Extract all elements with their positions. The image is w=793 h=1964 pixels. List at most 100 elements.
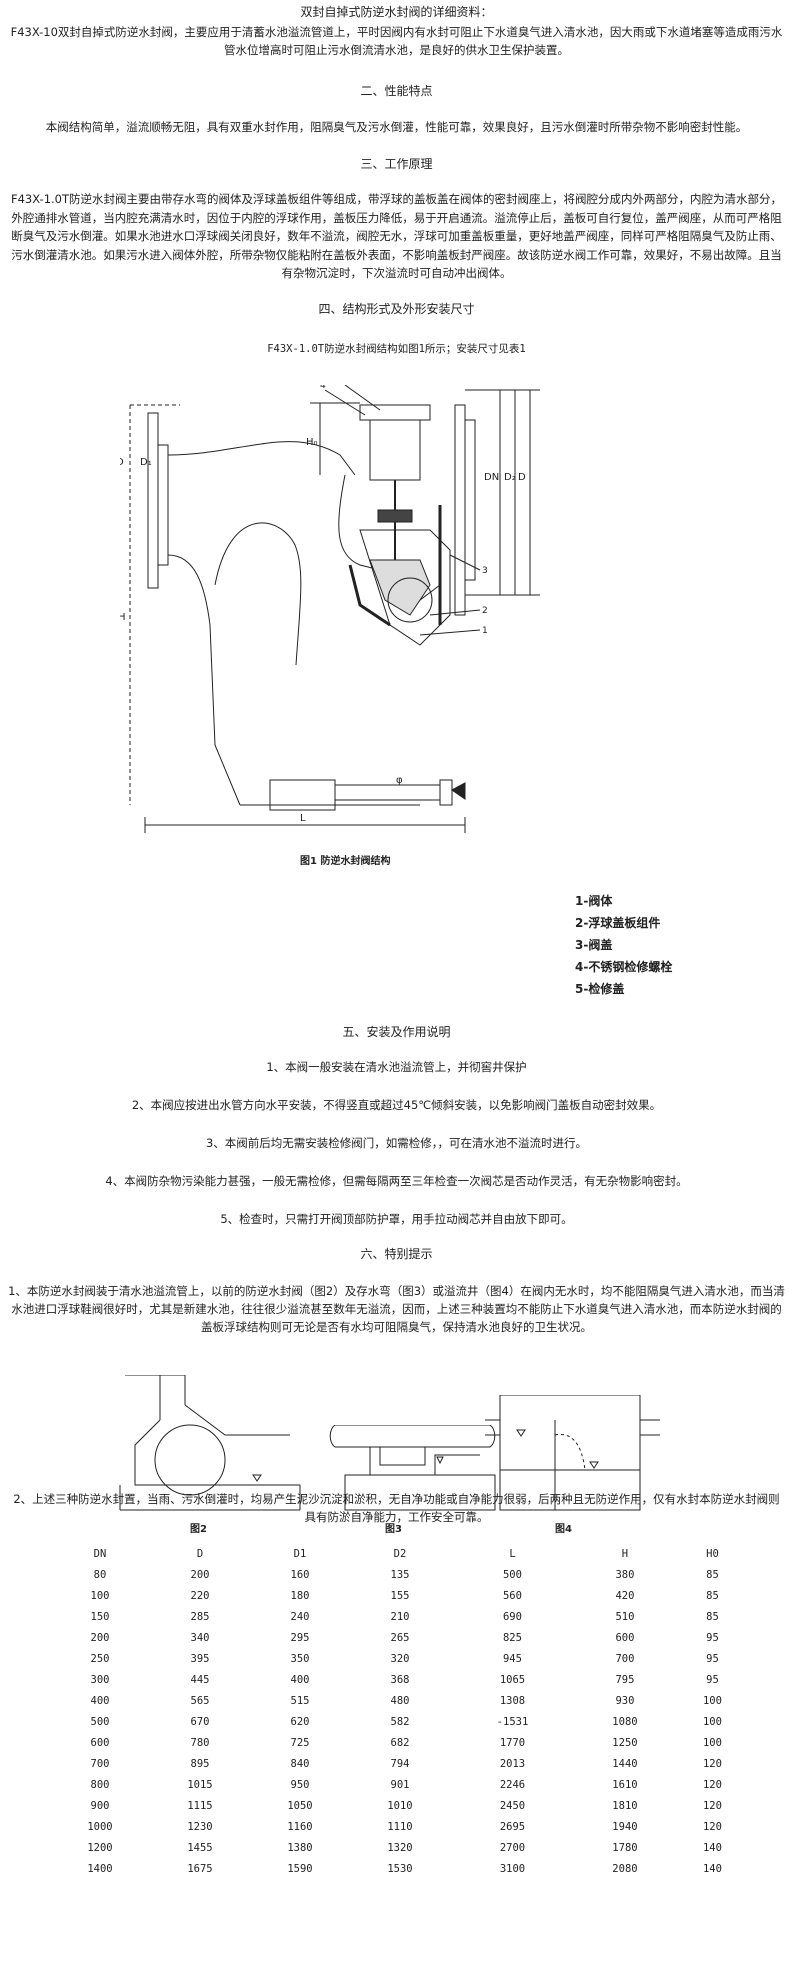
table-cell: 1770 xyxy=(499,1736,526,1749)
figure-2-caption: 图2 xyxy=(190,1524,207,1535)
table-cell: 2700 xyxy=(499,1841,526,1854)
figure-3-caption: 图3 xyxy=(385,1524,402,1535)
table-cell: 1610 xyxy=(612,1778,638,1791)
table-cell: 340 xyxy=(190,1631,210,1644)
table-cell: 1940 xyxy=(612,1820,638,1833)
callout-3: 3 xyxy=(482,566,488,576)
table-cell: 80 xyxy=(93,1568,107,1581)
table-cell: 901 xyxy=(390,1778,410,1791)
table-cell: 2246 xyxy=(499,1778,526,1791)
table-cell: 400 xyxy=(290,1673,310,1686)
table-cell: 85 xyxy=(706,1610,719,1623)
table-cell: 85 xyxy=(706,1589,719,1602)
table-cell: 1455 xyxy=(187,1841,213,1854)
figure-4-drawing xyxy=(485,1395,660,1511)
table-cell: 85 xyxy=(706,1568,719,1581)
table-cell: 1000 xyxy=(87,1820,113,1833)
dim-label-D-right: D xyxy=(518,472,526,483)
install-item-5: 5、检查时，只需打开阀顶部防护罩，用手拉动阀芯并自由放下即可。 xyxy=(220,1212,573,1226)
table-cell: 368 xyxy=(390,1673,410,1686)
table-cell: 2080 xyxy=(612,1862,638,1875)
table-cell: 1160 xyxy=(287,1820,313,1833)
table-cell: 295 xyxy=(290,1631,310,1644)
table-cell: 600 xyxy=(90,1736,110,1749)
table-cell: 120 xyxy=(702,1778,722,1791)
table-cell: 800 xyxy=(90,1778,110,1791)
table-cell: 140 xyxy=(702,1862,722,1875)
col-header-d: D xyxy=(196,1547,204,1560)
table-cell: 1200 xyxy=(87,1841,113,1854)
table-cell: 160 xyxy=(290,1568,310,1581)
table-cell: 700 xyxy=(90,1757,110,1770)
table-cell: 100 xyxy=(90,1589,110,1602)
col-header-h0: H0 xyxy=(706,1547,719,1560)
table-cell: 515 xyxy=(290,1694,310,1707)
dim-label-D: D xyxy=(120,457,124,468)
table-cell: 400 xyxy=(90,1694,110,1707)
callout-5: 5 xyxy=(347,385,353,386)
table-cell: 1230 xyxy=(187,1820,213,1833)
install-item-1: 1、本阀一般安装在清水池溢流管上，并彻窖井保护 xyxy=(266,1060,527,1074)
table-cell: 1065 xyxy=(499,1673,526,1686)
table-cell: 500 xyxy=(90,1715,110,1728)
table-cell: 120 xyxy=(702,1820,722,1833)
dim-label-H0: H₀ xyxy=(306,437,318,448)
table-cell: 1810 xyxy=(612,1799,638,1812)
table-cell: 220 xyxy=(190,1589,210,1602)
table-cell: 1015 xyxy=(187,1778,213,1791)
dim-label-phi: φ xyxy=(396,775,403,786)
table-cell: 3100 xyxy=(499,1862,526,1875)
table-cell: 700 xyxy=(615,1652,635,1665)
table-cell: 95 xyxy=(706,1631,719,1644)
table-cell: 900 xyxy=(90,1799,110,1812)
table-cell: 95 xyxy=(706,1673,719,1686)
section-4-heading: 四、结构形式及外形安装尺寸 xyxy=(318,302,475,316)
table-cell: 600 xyxy=(615,1631,635,1644)
col-header-h: H xyxy=(621,1547,629,1560)
table-cell: 1080 xyxy=(612,1715,638,1728)
section-4-subline: F43X-1.0T防逆水封阀结构如图1所示；安装尺寸见表1 xyxy=(267,343,526,355)
section-5-heading: 五、安装及作用说明 xyxy=(342,1025,451,1039)
table-cell: 2695 xyxy=(499,1820,526,1833)
table-cell: 100 xyxy=(702,1694,722,1707)
special-note-1: 1、本防逆水封阀装于清水池溢流管上，以前的防逆水封阀（图2）及存水弯（图3）或溢… xyxy=(8,1284,785,1334)
table-cell: 1010 xyxy=(387,1799,413,1812)
section-2-body: 本阀结构简单，溢流顺畅无阻，具有双重水封作用，阻隔臭气及污水倒灌，性能可靠，效果… xyxy=(45,120,748,134)
figure-1-caption: 图1 防逆水封阀结构 xyxy=(300,856,391,867)
table-cell: 780 xyxy=(190,1736,210,1749)
legend-item-3: 3-阀盖 xyxy=(575,938,613,952)
table-cell: 945 xyxy=(502,1652,522,1665)
table-cell: 210 xyxy=(390,1610,410,1623)
table-cell: 300 xyxy=(90,1673,110,1686)
callout-4: 4 xyxy=(320,385,326,391)
table-cell: 690 xyxy=(502,1610,522,1623)
table-cell: 2013 xyxy=(499,1757,526,1770)
col-header-d1: D1 xyxy=(293,1547,307,1560)
table-cell: -1531 xyxy=(496,1715,529,1728)
dim-label-H: H xyxy=(120,612,126,623)
col-header-l: L xyxy=(509,1547,516,1560)
table-cell: 795 xyxy=(615,1673,635,1686)
table-cell: 500 xyxy=(502,1568,522,1581)
table-cell: 100 xyxy=(702,1736,722,1749)
table-cell: 825 xyxy=(502,1631,522,1644)
intro-paragraph: F43X-10双封自掉式防逆水封阀，主要应用于清蓄水池溢流管道上，平时因阀内有水… xyxy=(10,25,783,57)
figure-1-drawing: D H D₁ H₀ DN D₂ D L φ 4 5 3 2 1 xyxy=(120,385,540,833)
table-cell: 265 xyxy=(390,1631,410,1644)
table-cell: 1675 xyxy=(187,1862,213,1875)
table-cell: 1780 xyxy=(612,1841,638,1854)
figure-2-drawing xyxy=(119,1375,301,1511)
table-cell: 1308 xyxy=(499,1694,526,1707)
install-item-4: 4、本阀防杂物污染能力甚强，一般无需检修，但需每隔两至三年检查一次阀芯是否动作灵… xyxy=(105,1174,688,1188)
install-item-3: 3、本阀前后均无需安装检修阀门，如需检修，，可在清水池不溢流时进行。 xyxy=(205,1136,588,1150)
section-2-heading: 二、性能特点 xyxy=(360,84,433,98)
table-cell: 895 xyxy=(190,1757,210,1770)
